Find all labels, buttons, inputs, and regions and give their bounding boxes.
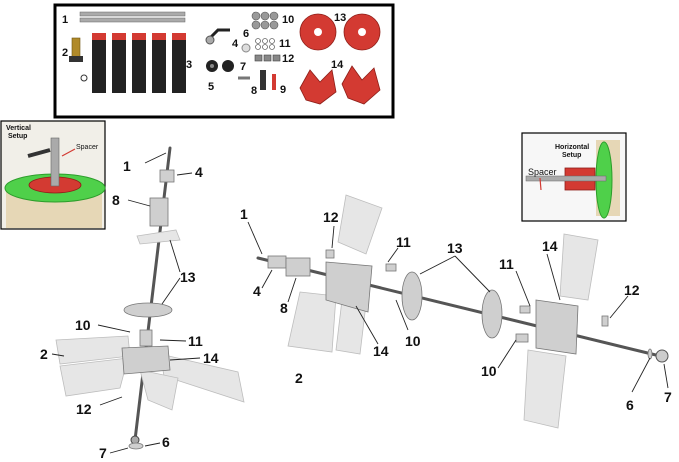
v-part-13-disc xyxy=(123,302,173,318)
horizontal-inset-title-2: Setup xyxy=(562,152,581,159)
part-13-discs xyxy=(299,13,381,51)
h-part-13-disc-right xyxy=(481,289,503,339)
h-blade-1-left xyxy=(287,291,337,353)
part-1-rods xyxy=(79,11,186,23)
v-label-4: 4 xyxy=(195,164,203,180)
vertical-inset-title-1: Vertical xyxy=(6,125,31,132)
vertical-setup-inset: Vertical Setup Spacer xyxy=(0,120,106,230)
vertical-rod xyxy=(50,137,60,187)
v-blade-bottom xyxy=(139,369,179,411)
lever-handle xyxy=(27,148,51,158)
v-blade-left-lower xyxy=(59,357,129,397)
v-part-4 xyxy=(159,169,175,183)
v-part-6-washer xyxy=(128,442,144,450)
h-bolt-a xyxy=(325,249,335,259)
horizontal-assembly: 1 12 11 13 14 11 4 8 14 10 2 10 12 6 7 xyxy=(240,194,672,429)
h-part-14-hub-right xyxy=(535,299,579,355)
h-part-4 xyxy=(267,255,287,269)
part-6-washer xyxy=(241,43,251,53)
parts-label-6: 6 xyxy=(243,28,249,40)
h-label-2: 2 xyxy=(295,370,303,386)
part-5-knobs xyxy=(206,60,234,72)
parts-label-2: 2 xyxy=(62,47,68,59)
h-label-8: 8 xyxy=(280,300,288,316)
h-label-14b: 14 xyxy=(373,343,389,359)
h-part-7-cap xyxy=(655,349,669,363)
v-part-8 xyxy=(149,197,169,227)
parts-label-9: 9 xyxy=(280,84,286,96)
v-part-14-hub xyxy=(121,345,171,375)
h-bolt-b xyxy=(385,263,397,272)
horizontal-inset-title-1: Horizontal xyxy=(555,144,589,151)
part-10-nuts xyxy=(251,11,279,30)
part-3-clamps xyxy=(92,33,186,93)
h-part-8 xyxy=(285,257,311,277)
parts-label-3: 3 xyxy=(186,59,192,71)
v-bracket xyxy=(136,229,181,245)
h-blade-2-bottom xyxy=(523,349,567,429)
h-spacer-arrow xyxy=(539,177,542,191)
h-label-14a: 14 xyxy=(542,238,558,254)
vertical-assembly: 1 4 8 13 10 11 2 14 12 7 6 xyxy=(40,146,245,461)
h-label-6: 6 xyxy=(626,397,634,413)
parts-label-4: 4 xyxy=(232,38,239,50)
h-part-13-disc-left xyxy=(401,271,423,321)
v-label-12: 12 xyxy=(76,401,92,417)
h-bolt-d xyxy=(515,333,529,343)
part-12-bolts xyxy=(254,54,281,62)
parts-label-13: 13 xyxy=(334,12,346,24)
horizontal-inset-spacer-label: Spacer xyxy=(528,167,557,177)
parts-label-7: 7 xyxy=(240,61,246,73)
vertical-inset-spacer-label: Spacer xyxy=(76,144,99,151)
v-label-2: 2 xyxy=(40,346,48,362)
h-label-10b: 10 xyxy=(481,363,497,379)
part-14-hubs xyxy=(299,65,381,105)
parts-label-10: 10 xyxy=(282,14,294,26)
h-part-14-hub-left xyxy=(325,261,373,313)
h-blade-2-top xyxy=(559,233,599,301)
v-label-8: 8 xyxy=(112,192,120,208)
v-label-1: 1 xyxy=(123,158,131,174)
parts-box-frame xyxy=(53,3,395,119)
part-9-pin xyxy=(272,74,276,90)
h-label-7: 7 xyxy=(664,389,672,405)
h-rod xyxy=(525,175,607,182)
horizontal-setup-inset: Horizontal Setup Spacer xyxy=(521,132,627,222)
v-label-11: 11 xyxy=(188,333,203,349)
h-bolt-e xyxy=(601,315,609,327)
h-bolt-c xyxy=(519,305,531,314)
parts-box: 1 2 3 4 5 6 xyxy=(53,3,395,119)
parts-label-1: 1 xyxy=(62,14,68,26)
h-label-13: 13 xyxy=(447,240,463,256)
parts-label-11: 11 xyxy=(279,38,291,50)
parts-label-8: 8 xyxy=(251,85,257,97)
part-2-fitting xyxy=(69,37,88,82)
h-label-11b: 11 xyxy=(499,256,514,272)
parts-label-14: 14 xyxy=(331,59,344,71)
spacer-arrow xyxy=(61,148,76,157)
part-8-spacer xyxy=(260,70,266,90)
v-label-14: 14 xyxy=(203,350,219,366)
v-label-10: 10 xyxy=(75,317,91,333)
part-4-lever xyxy=(205,28,230,45)
part-11-washers xyxy=(255,38,275,50)
h-label-12: 12 xyxy=(323,209,339,225)
parts-label-12: 12 xyxy=(282,53,294,65)
v-label-6: 6 xyxy=(162,434,170,450)
parts-label-5: 5 xyxy=(208,81,214,93)
h-label-11a: 11 xyxy=(396,234,411,250)
horizontal-shaft xyxy=(256,256,662,358)
v-label-13: 13 xyxy=(180,269,196,285)
vertical-inset-title-2: Setup xyxy=(8,133,27,140)
vertical-shaft xyxy=(133,146,172,442)
h-label-12b: 12 xyxy=(624,282,640,298)
h-blade-1-top xyxy=(337,194,383,255)
h-label-1: 1 xyxy=(240,206,248,222)
h-label-10a: 10 xyxy=(405,333,421,349)
h-part-6-washer xyxy=(647,348,653,360)
v-part-10-nut xyxy=(139,329,153,347)
v-label-7: 7 xyxy=(99,445,107,461)
h-label-4: 4 xyxy=(253,283,261,299)
